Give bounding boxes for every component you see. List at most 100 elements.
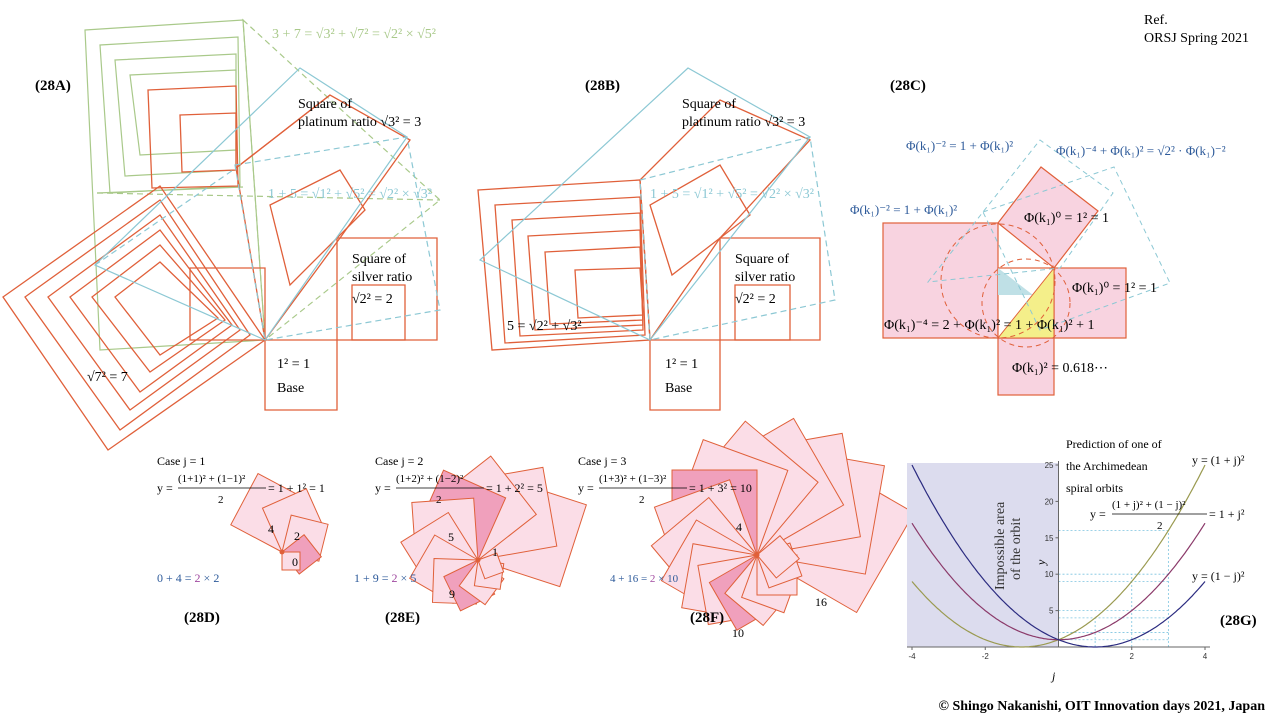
fig-28c [882, 139, 1171, 396]
sum-28f: 4 + 16 = 2 × 10 [610, 573, 679, 585]
formula-28f-den: 2 [639, 494, 645, 506]
number-1: 1 [492, 545, 498, 559]
silver-b-line3: √2² = 2 [735, 292, 776, 307]
base-label: Base [277, 381, 304, 396]
shaded-label-1: Impossible area [993, 501, 1008, 590]
silver-b-line2: silver ratio [735, 270, 795, 285]
number-0: 0 [292, 555, 298, 569]
y-axis-label: y [1034, 559, 1048, 566]
label-28g: (28G) [1220, 613, 1257, 629]
x-tick-label: -2 [982, 652, 990, 661]
impossible-area [907, 463, 1059, 647]
formula-28f-rhs: = 1 + 3² = 10 [689, 481, 752, 495]
case-28f: Case j = 3 [578, 454, 626, 468]
spiral-square [477, 552, 505, 580]
sum-28d: 0 + 4 = 2 × 2 [157, 571, 219, 585]
orange-squares [2, 85, 438, 451]
number-16: 16 [815, 595, 827, 609]
formula-28d-num: (1+1)² + (1−1)² [178, 473, 246, 485]
silver-line2: silver ratio [352, 270, 412, 285]
number-4: 4 [268, 522, 274, 536]
formula-28e-lhs: y = [375, 481, 391, 495]
seven-label: √7² = 7 [87, 370, 128, 385]
legend-avg-lhs: y = [1090, 507, 1106, 521]
silver-line1: Square of [352, 252, 406, 267]
number-10: 10 [732, 626, 744, 640]
copyright: © Shingo Nakanishi, OIT Innovation days … [939, 699, 1266, 714]
number-5: 5 [448, 530, 454, 544]
ref-line2: ORSJ Spring 2021 [1144, 31, 1249, 46]
chart-title-2: the Archimedean [1066, 459, 1148, 473]
spiral-square [756, 535, 800, 579]
five-label: 5 = √2² + √3² [507, 319, 582, 334]
equation-mid-left: Φ(k₁)⁻² = 1 + Φ(k₁)² [850, 202, 957, 217]
chart-title-1: Prediction of one of [1066, 437, 1162, 451]
formula-28f-num: (1+3)² + (1−3)² [599, 473, 667, 485]
y-tick-label: 25 [1045, 461, 1054, 470]
x-axis-label: j [1050, 669, 1056, 683]
platinum-line1: Square of [298, 97, 352, 112]
chart-title-3: spiral orbits [1066, 481, 1123, 495]
equation-big: Φ(k₁)⁻⁴ = 2 + Φ(k₁)² = 1 + Φ(k₁)² + 1 [884, 318, 1094, 333]
formula-28d-lhs: y = [157, 481, 173, 495]
formula-28e-den: 2 [436, 494, 442, 506]
label-28a: (28A) [35, 78, 71, 94]
spiral-pivot [279, 549, 285, 555]
sum-28e: 1 + 9 = 2 × 5 [354, 571, 416, 585]
fig-28b [477, 67, 836, 411]
y-tick-label: 20 [1045, 497, 1054, 506]
equation-unit-right: Φ(k₁)⁰ = 1² = 1 [1072, 281, 1157, 296]
equation-top-left: Φ(k₁)⁻² = 1 + Φ(k₁)² [906, 138, 1013, 153]
y-tick-label: 10 [1045, 570, 1054, 579]
formula-28d-den: 2 [218, 494, 224, 506]
label-28d: (28D) [184, 610, 220, 626]
equation-cyan-b: 1 + 5 = √1² + √5² = √2² × √3² [650, 187, 814, 202]
platinum-b-line1: Square of [682, 97, 736, 112]
equation-green: 3 + 7 = √3² + √7² = √2² × √5² [272, 27, 436, 42]
label-28e: (28E) [385, 610, 420, 626]
formula-28e-rhs: = 1 + 2² = 5 [486, 481, 543, 495]
base-b-value: 1² = 1 [665, 357, 698, 372]
series-line [911, 464, 1206, 648]
label-28f: (28F) [690, 610, 724, 626]
cyan-squares [93, 67, 441, 341]
fig-28a [2, 18, 441, 451]
label-28b: (28B) [585, 78, 620, 94]
equation-cyan: 1 + 5 = √1² + √5² = √2² × √3² [268, 187, 432, 202]
number-9: 9 [449, 587, 455, 601]
number-4-f: 4 [736, 520, 742, 534]
case-28e: Case j = 2 [375, 454, 423, 468]
base-value: 1² = 1 [277, 357, 310, 372]
platinum-line2: platinum ratio √3² = 3 [298, 115, 421, 130]
formula-28d-rhs: = 1 + 1² = 1 [268, 481, 325, 495]
y-tick-label: 15 [1045, 534, 1054, 543]
legend-plus: y = (1 + j)² [1192, 453, 1245, 467]
legend-avg-den: 2 [1157, 520, 1163, 532]
x-tick-label: -4 [908, 652, 916, 661]
equation-bottom: Φ(k₁)² = 0.618⋯ [1012, 361, 1108, 376]
platinum-b-line2: platinum ratio √3² = 3 [682, 115, 805, 130]
spiral-28d [230, 472, 329, 575]
shaded-label-2: of the orbit [1009, 518, 1024, 580]
ref-line1: Ref. [1144, 13, 1168, 28]
spiral-28e [400, 455, 587, 612]
spiral-pivot [475, 557, 481, 563]
legend-minus: y = (1 − j)² [1192, 569, 1245, 583]
spiral-28f [650, 417, 915, 631]
label-28c: (28C) [890, 78, 926, 94]
silver-b-line1: Square of [735, 252, 789, 267]
legend-avg-rhs: = 1 + j² [1209, 507, 1245, 521]
legend-avg-num: (1 + j)² + (1 − j)² [1112, 499, 1186, 511]
x-tick-label: 4 [1203, 652, 1208, 661]
number-2: 2 [294, 529, 300, 543]
formula-28f-lhs: y = [578, 481, 594, 495]
equation-top-right: Φ(k₁)⁻⁴ + Φ(k₁)² = √2² · Φ(k₁)⁻² [1056, 143, 1226, 158]
base-b-label: Base [665, 381, 692, 396]
spiral-square [281, 551, 301, 571]
x-tick-label: 2 [1130, 652, 1135, 661]
equation-unit-top: Φ(k₁)⁰ = 1² = 1 [1024, 211, 1109, 226]
formula-28e-num: (1+2)² + (1−2)² [396, 473, 464, 485]
